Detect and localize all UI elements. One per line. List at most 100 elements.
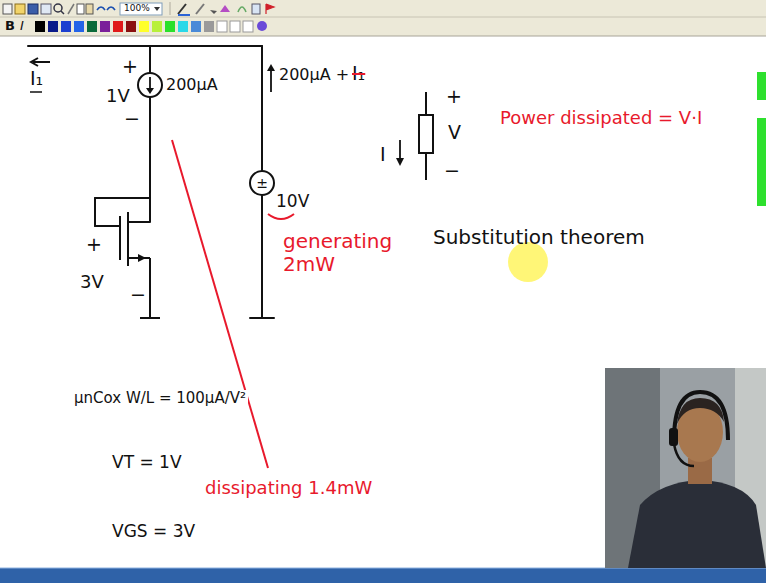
current-arrowhead [396, 158, 404, 166]
swatch [74, 21, 84, 32]
resistor-lead [425, 92, 427, 115]
undo-icon [97, 7, 105, 10]
dropdown-arrow [210, 10, 217, 14]
zoom-level: 100% [124, 3, 150, 13]
ground-symbol [140, 317, 160, 319]
gate-plate [119, 216, 121, 260]
current-source-circle [138, 73, 162, 97]
lasso-icon [238, 7, 246, 12]
voltage-value: 1V [106, 86, 130, 107]
source-wire [149, 258, 151, 318]
color-swatches [35, 21, 267, 32]
headset [674, 392, 728, 440]
dropdown-arrow [154, 7, 160, 11]
toolbar-row [0, 0, 766, 17]
pen-icon [178, 4, 186, 14]
ground-symbol [250, 317, 274, 319]
webcam-video [605, 368, 766, 568]
toolbar-icons [3, 2, 274, 15]
wire [261, 196, 263, 318]
source-outline [250, 171, 274, 195]
underline [30, 91, 42, 93]
swatch [243, 21, 253, 32]
paste-icon [86, 4, 93, 14]
folder-icon [15, 4, 25, 14]
pen-color [178, 14, 190, 16]
swatch [48, 21, 58, 32]
swatch [139, 21, 149, 32]
gate-voltage: VGS = 3V [112, 522, 195, 542]
headset-earpiece [669, 428, 678, 446]
swatch [61, 21, 71, 32]
copy-icon [77, 4, 84, 14]
wire [261, 46, 263, 170]
insert-icon [252, 4, 260, 14]
save-icon [28, 4, 38, 14]
gate-drain-wire [95, 197, 150, 199]
swatch [178, 21, 188, 32]
voltage-source: ± [249, 170, 275, 196]
resistor-lead [425, 153, 427, 180]
toolbar-divider [0, 36, 766, 37]
swatch [191, 21, 201, 32]
drain-lead [128, 221, 150, 223]
video-background [605, 368, 766, 568]
toolbar-row [0, 17, 766, 36]
polarity-sign: + [86, 234, 102, 256]
current-name: I₁ [30, 68, 43, 90]
circuit-wires [28, 46, 274, 318]
current-arrowhead [267, 64, 275, 71]
current-source-symbol [138, 73, 162, 97]
device-parameter: μnCox W/L = 100μA/V² [72, 390, 248, 407]
swatch [204, 21, 214, 32]
resistor-symbol [396, 92, 433, 180]
power-note: dissipating 1.4mW [205, 478, 372, 499]
separator [170, 2, 171, 15]
palette-icon [257, 21, 267, 31]
current-name: I [380, 144, 386, 166]
print-icon [41, 4, 51, 14]
swatch [152, 21, 162, 32]
highlighter-icon [196, 4, 204, 14]
swatch [87, 21, 97, 32]
swatch [230, 21, 240, 32]
swatch [100, 21, 110, 32]
current-value: 200μA + [279, 66, 349, 84]
swatch [113, 21, 123, 32]
search-icon [61, 11, 64, 14]
bold-button: B [5, 19, 15, 34]
swatch [217, 21, 227, 32]
source-arrowhead [138, 254, 146, 262]
voltage-name: V [448, 122, 461, 144]
resistor-body [419, 115, 433, 153]
mosfet-symbol [120, 212, 160, 318]
polarity-sign: + [122, 56, 138, 78]
polarity-sign: − [444, 160, 460, 182]
polarity-sign: + [446, 86, 462, 108]
current-arrow [33, 61, 50, 63]
redo-icon [107, 7, 115, 10]
swatch [126, 21, 136, 32]
status-bar [0, 568, 766, 583]
person-body [628, 480, 766, 568]
wire [149, 46, 151, 73]
eraser-icon [220, 5, 230, 12]
red-bracket [268, 214, 294, 219]
polarity-sign: − [124, 108, 140, 130]
current-arrowhead [31, 58, 38, 66]
threshold-voltage: VT = 1V [112, 453, 182, 473]
current-value: 200μA [166, 76, 218, 94]
top-wire [28, 45, 262, 47]
flag-icon [266, 4, 274, 14]
voltage-value: 3V [80, 272, 104, 293]
current-arrowhead [146, 88, 154, 94]
polarity-mark: ± [256, 176, 268, 190]
power-formula: Power dissipated = V·I [500, 108, 702, 129]
side-marker [757, 72, 766, 100]
voltage-value: 10V [276, 192, 309, 212]
side-marker [757, 118, 766, 206]
gate-wire [95, 225, 120, 227]
crossed-current: I₁ [352, 63, 365, 85]
swatch [35, 21, 45, 32]
